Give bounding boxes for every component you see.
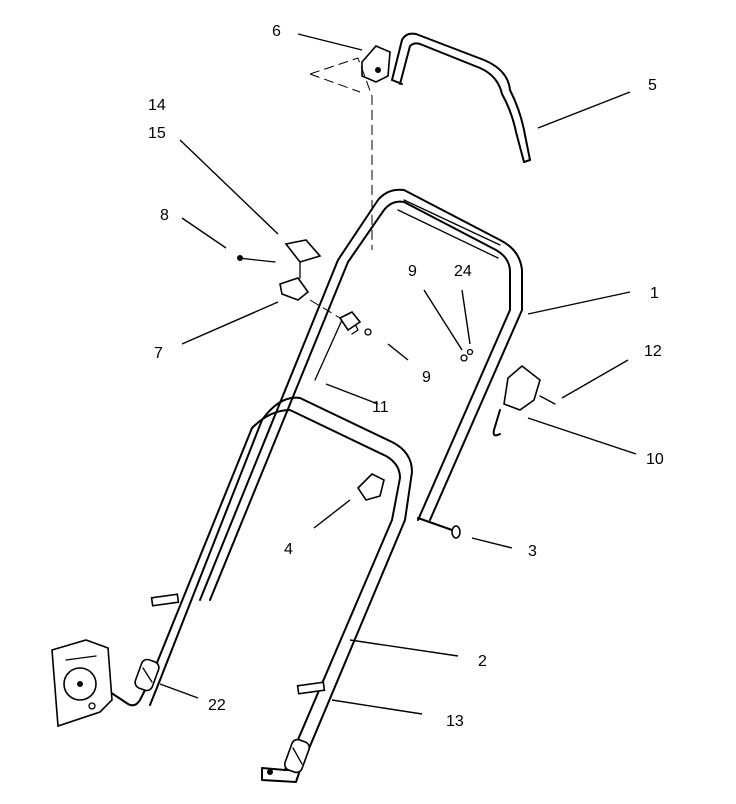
cable-lever: [237, 239, 322, 301]
clip-fastener-left: [134, 658, 160, 692]
callout-labels: 6 5 14 15 8 9 24 1 7 12 9 11 10 4 3 2 22…: [148, 23, 664, 730]
callout-8: 8: [160, 207, 169, 224]
height-adjuster-bracket: [51, 639, 113, 728]
callout-7: 7: [154, 345, 163, 362]
callout-2: 2: [478, 653, 487, 670]
callout-14: 12: [644, 343, 662, 360]
upper-handle: [199, 188, 523, 601]
upper-bracket: [361, 45, 391, 83]
callout-1: 1: [650, 285, 659, 302]
callout-13: 15: [148, 125, 166, 142]
callout-4: 4: [284, 541, 293, 558]
callout-6: 6: [272, 23, 281, 40]
callout-9-upper: 9: [408, 263, 417, 280]
callout-12: 14: [148, 97, 166, 114]
callout-3: 3: [528, 543, 537, 560]
callout-11: 11: [372, 399, 389, 416]
clip-fastener-right: [283, 738, 311, 774]
callout-24: 24: [454, 263, 472, 280]
callout-15: 13: [446, 713, 464, 730]
callout-22: 22: [208, 697, 226, 714]
callout-9-lower: 9: [422, 369, 431, 386]
callout-5: 5: [648, 77, 657, 94]
control-bail: [492, 364, 556, 437]
handle-knob: [356, 473, 385, 501]
carriage-bolt: [417, 517, 461, 539]
leader-lines: [159, 33, 637, 715]
lower-handle: [109, 396, 413, 783]
upper-grip: [391, 32, 531, 163]
callout-10: 10: [646, 451, 664, 468]
